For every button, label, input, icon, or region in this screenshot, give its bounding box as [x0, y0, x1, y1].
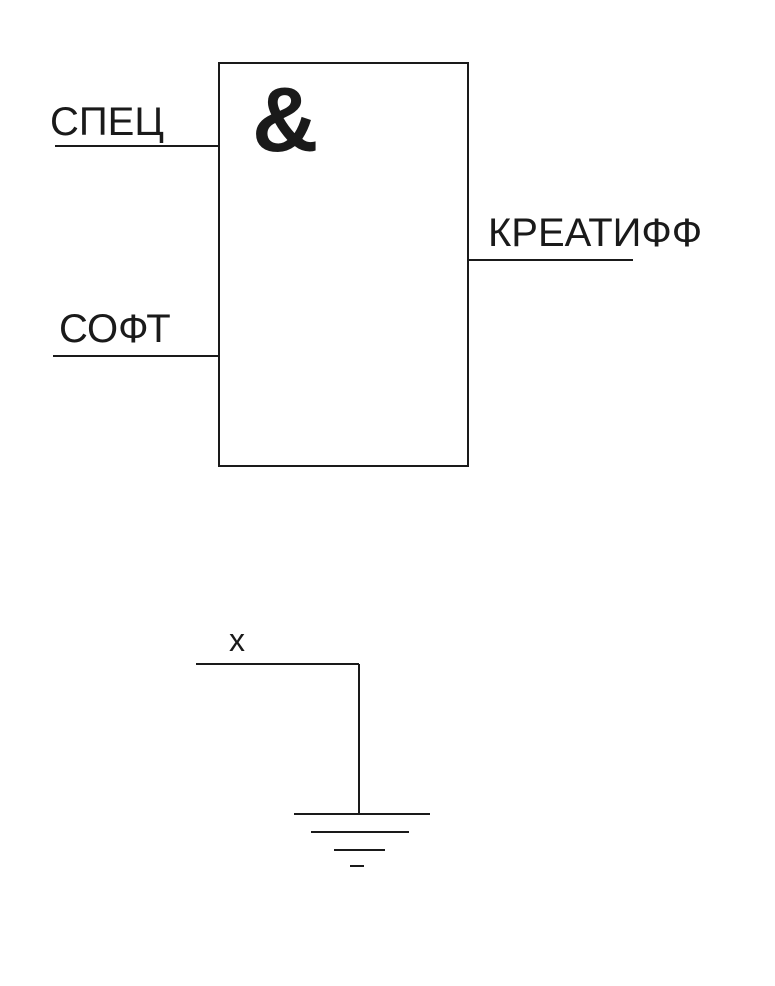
input-label-1: СПЕЦ	[50, 100, 164, 144]
output-label: КРЕАТИФФ	[488, 211, 703, 255]
and-gate-symbol: &	[252, 69, 319, 171]
input-label-2: СОФТ	[59, 307, 171, 351]
ground-input-label: x	[229, 622, 245, 658]
and-gate-box	[218, 62, 469, 467]
